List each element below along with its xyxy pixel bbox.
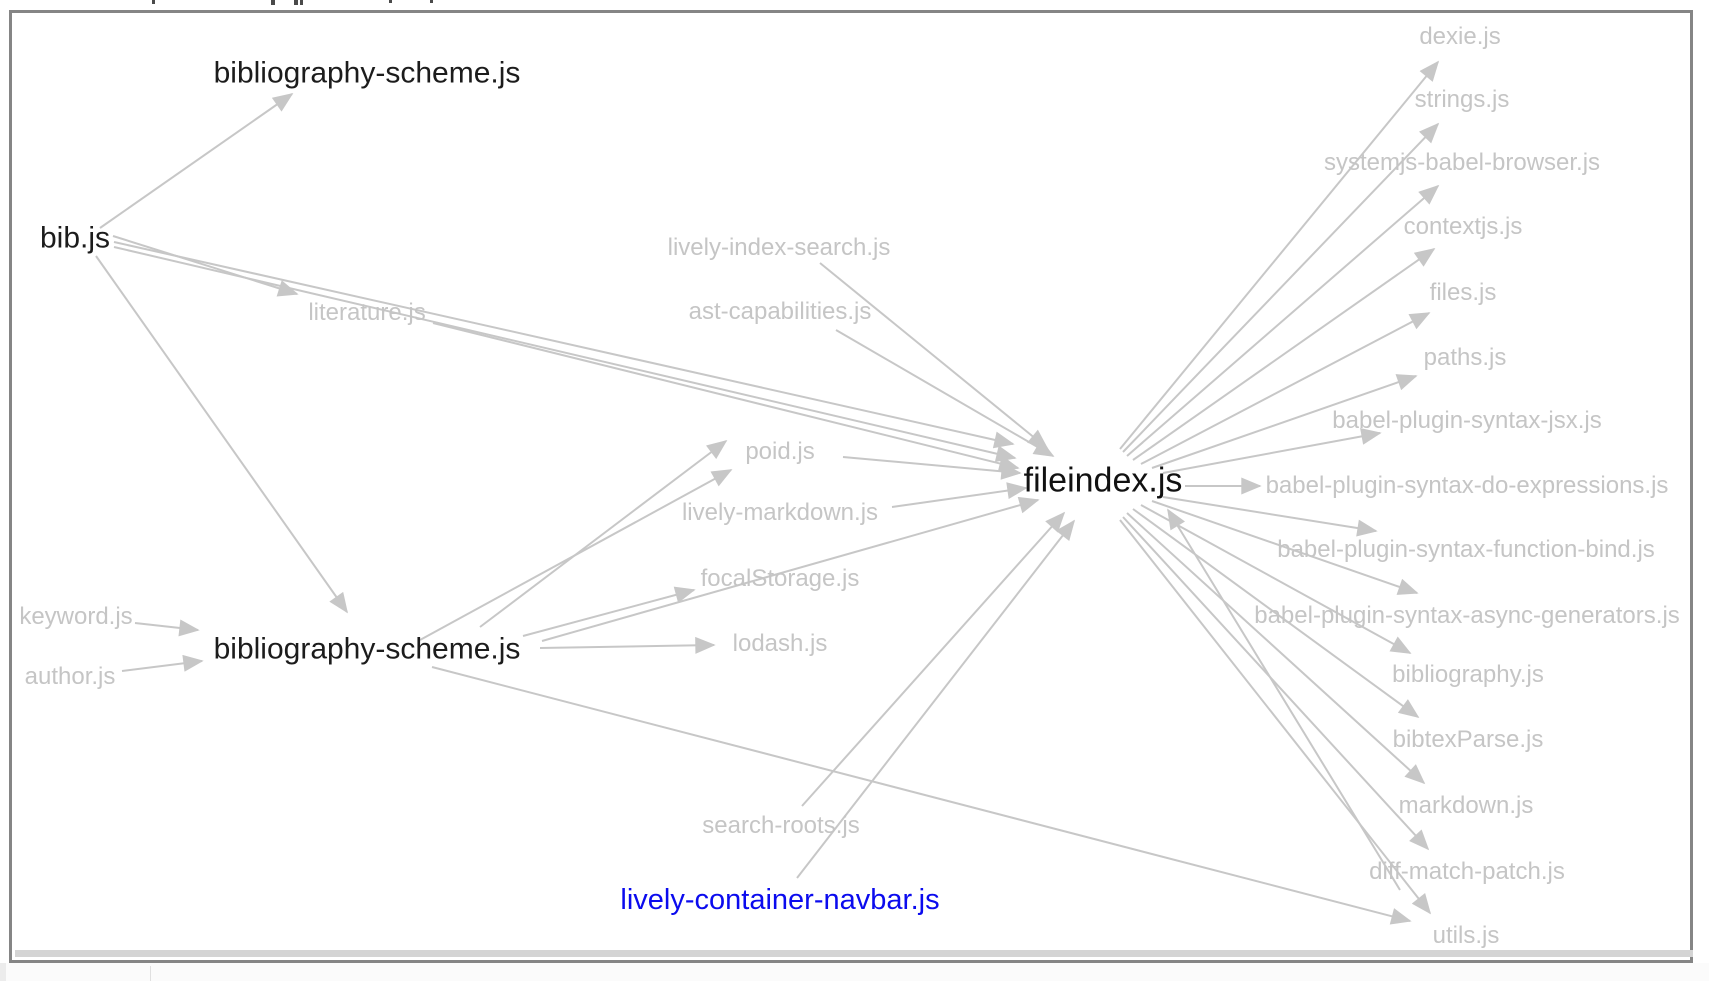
edge-lively-index-search-to-fileindex <box>819 262 1049 450</box>
graph-node-keyword[interactable]: keyword.js <box>19 602 133 630</box>
edge-fileindex-to-strings <box>1122 122 1440 453</box>
edge-bibliography-scheme-to-lodash <box>539 636 716 654</box>
edge-fileindex-to-bibliography <box>1140 504 1412 654</box>
graph-node-babel-plugin-syntax-function-bind[interactable]: babel-plugin-syntax-function-bind.js <box>1277 535 1655 563</box>
horizontal-scrollbar[interactable] <box>15 950 1693 957</box>
edge-utils-to-fileindex <box>1167 508 1401 891</box>
edge-poid-to-fileindex <box>842 456 1022 480</box>
edge-fileindex-to-utils <box>1119 519 1432 915</box>
window-left-edge <box>0 963 6 981</box>
edge-ast-capabilities-to-fileindex <box>835 329 1055 457</box>
edge-bibliography-scheme-to-fileindex <box>541 496 1040 642</box>
graph-node-fileindex[interactable]: fileindex.js <box>1023 461 1183 500</box>
edge-bib-to-literature <box>112 235 299 297</box>
edge-fileindex-to-babel-plugin-syntax-async-generators <box>1151 500 1419 595</box>
edge-bibliography-scheme-to-focalStorage <box>522 586 696 637</box>
clipped-toolbar-strip <box>0 0 1709 10</box>
clipped-text-fragment <box>430 0 433 3</box>
edge-search-roots-to-fileindex <box>801 511 1066 807</box>
graph-node-literature[interactable]: literature.js <box>308 298 426 326</box>
clipped-text-fragment <box>271 0 275 5</box>
graph-node-search-roots[interactable]: search-roots.js <box>702 811 860 839</box>
graph-node-lodash[interactable]: lodash.js <box>732 629 828 657</box>
graph-node-bibliography-scheme-top[interactable]: bibliography-scheme.js <box>213 56 521 90</box>
edge-bib-to-bibliography-scheme <box>95 255 348 614</box>
graph-node-diff-match-patch[interactable]: diff-match-patch.js <box>1369 857 1565 885</box>
graph-node-paths[interactable]: paths.js <box>1423 343 1507 371</box>
edge-bib-to-fileindex <box>113 246 1017 463</box>
window-bottom-divider <box>150 966 151 981</box>
graph-node-babel-plugin-syntax-jsx[interactable]: babel-plugin-syntax-jsx.js <box>1332 406 1602 434</box>
edge-fileindex-to-dexie <box>1119 60 1440 450</box>
graph-node-markdown[interactable]: markdown.js <box>1398 791 1534 819</box>
graph-node-babel-plugin-syntax-do-expressions[interactable]: babel-plugin-syntax-do-expressions.js <box>1265 471 1669 499</box>
clipped-text-fragment <box>152 0 155 4</box>
edge-lively-container-navbar-to-fileindex <box>796 519 1076 879</box>
edge-fileindex-to-bibtexParse <box>1132 508 1420 719</box>
clipped-text-fragment <box>300 0 303 5</box>
graph-node-utils[interactable]: utils.js <box>1432 921 1500 949</box>
edge-fileindex-to-paths <box>1151 374 1418 469</box>
edge-fileindex-to-babel-plugin-syntax-function-bind <box>1162 496 1378 537</box>
edge-fileindex-to-contextjs <box>1132 248 1436 461</box>
graph-node-bib[interactable]: bib.js <box>39 221 111 255</box>
edge-author-to-bibliography-scheme <box>121 654 204 672</box>
clipped-text-fragment <box>294 0 298 5</box>
graph-node-bibliography[interactable]: bibliography.js <box>1392 660 1544 688</box>
edge-keyword-to-bibliography-scheme <box>134 619 200 637</box>
graph-node-dexie[interactable]: dexie.js <box>1419 22 1501 50</box>
graph-node-lively-markdown[interactable]: lively-markdown.js <box>681 498 879 526</box>
graph-node-systemjs-babel-browser[interactable]: systemjs-babel-browser.js <box>1323 148 1601 176</box>
edge-fileindex-to-diff-match-patch <box>1122 516 1430 851</box>
edge-literature-to-fileindex <box>432 322 1020 472</box>
window-bottom-strip <box>0 963 1709 981</box>
graph-canvas-frame <box>9 10 1693 963</box>
edge-fileindex-to-babel-plugin-syntax-jsx <box>1162 428 1382 474</box>
edge-bibliography-scheme-to-utils <box>431 666 1412 925</box>
graph-node-lively-container-navbar[interactable]: lively-container-navbar.js <box>620 884 940 917</box>
edge-fileindex-to-files <box>1140 312 1431 465</box>
graph-node-lively-index-search[interactable]: lively-index-search.js <box>667 233 891 261</box>
clipped-text-fragment <box>389 0 392 3</box>
graph-node-poid[interactable]: poid.js <box>745 437 815 465</box>
graph-node-babel-plugin-syntax-async-generators[interactable]: babel-plugin-syntax-async-generators.js <box>1254 601 1680 629</box>
graph-node-contextjs[interactable]: contextjs.js <box>1403 212 1523 240</box>
edge-fileindex-to-markdown <box>1126 512 1426 785</box>
graph-node-files[interactable]: files.js <box>1429 278 1497 306</box>
edge-bibliography-scheme-to-poid <box>479 439 728 628</box>
edge-bib-to-fileindex <box>113 241 1015 449</box>
edge-fileindex-to-systemjs-babel-browser <box>1126 184 1440 457</box>
graph-node-ast-capabilities[interactable]: ast-capabilities.js <box>688 297 872 325</box>
edge-bibliography-scheme-to-poid <box>419 469 733 641</box>
edge-lively-markdown-to-fileindex <box>891 482 1028 508</box>
graph-node-strings[interactable]: strings.js <box>1414 85 1510 113</box>
graph-node-bibtexParse[interactable]: bibtexParse.js <box>1392 725 1544 753</box>
edge-bib-to-bibliography-scheme-top <box>99 93 294 229</box>
graph-node-author[interactable]: author.js <box>24 662 116 690</box>
graph-node-focalStorage[interactable]: focalStorage.js <box>700 564 860 592</box>
graph-node-bibliography-scheme[interactable]: bibliography-scheme.js <box>213 632 521 666</box>
